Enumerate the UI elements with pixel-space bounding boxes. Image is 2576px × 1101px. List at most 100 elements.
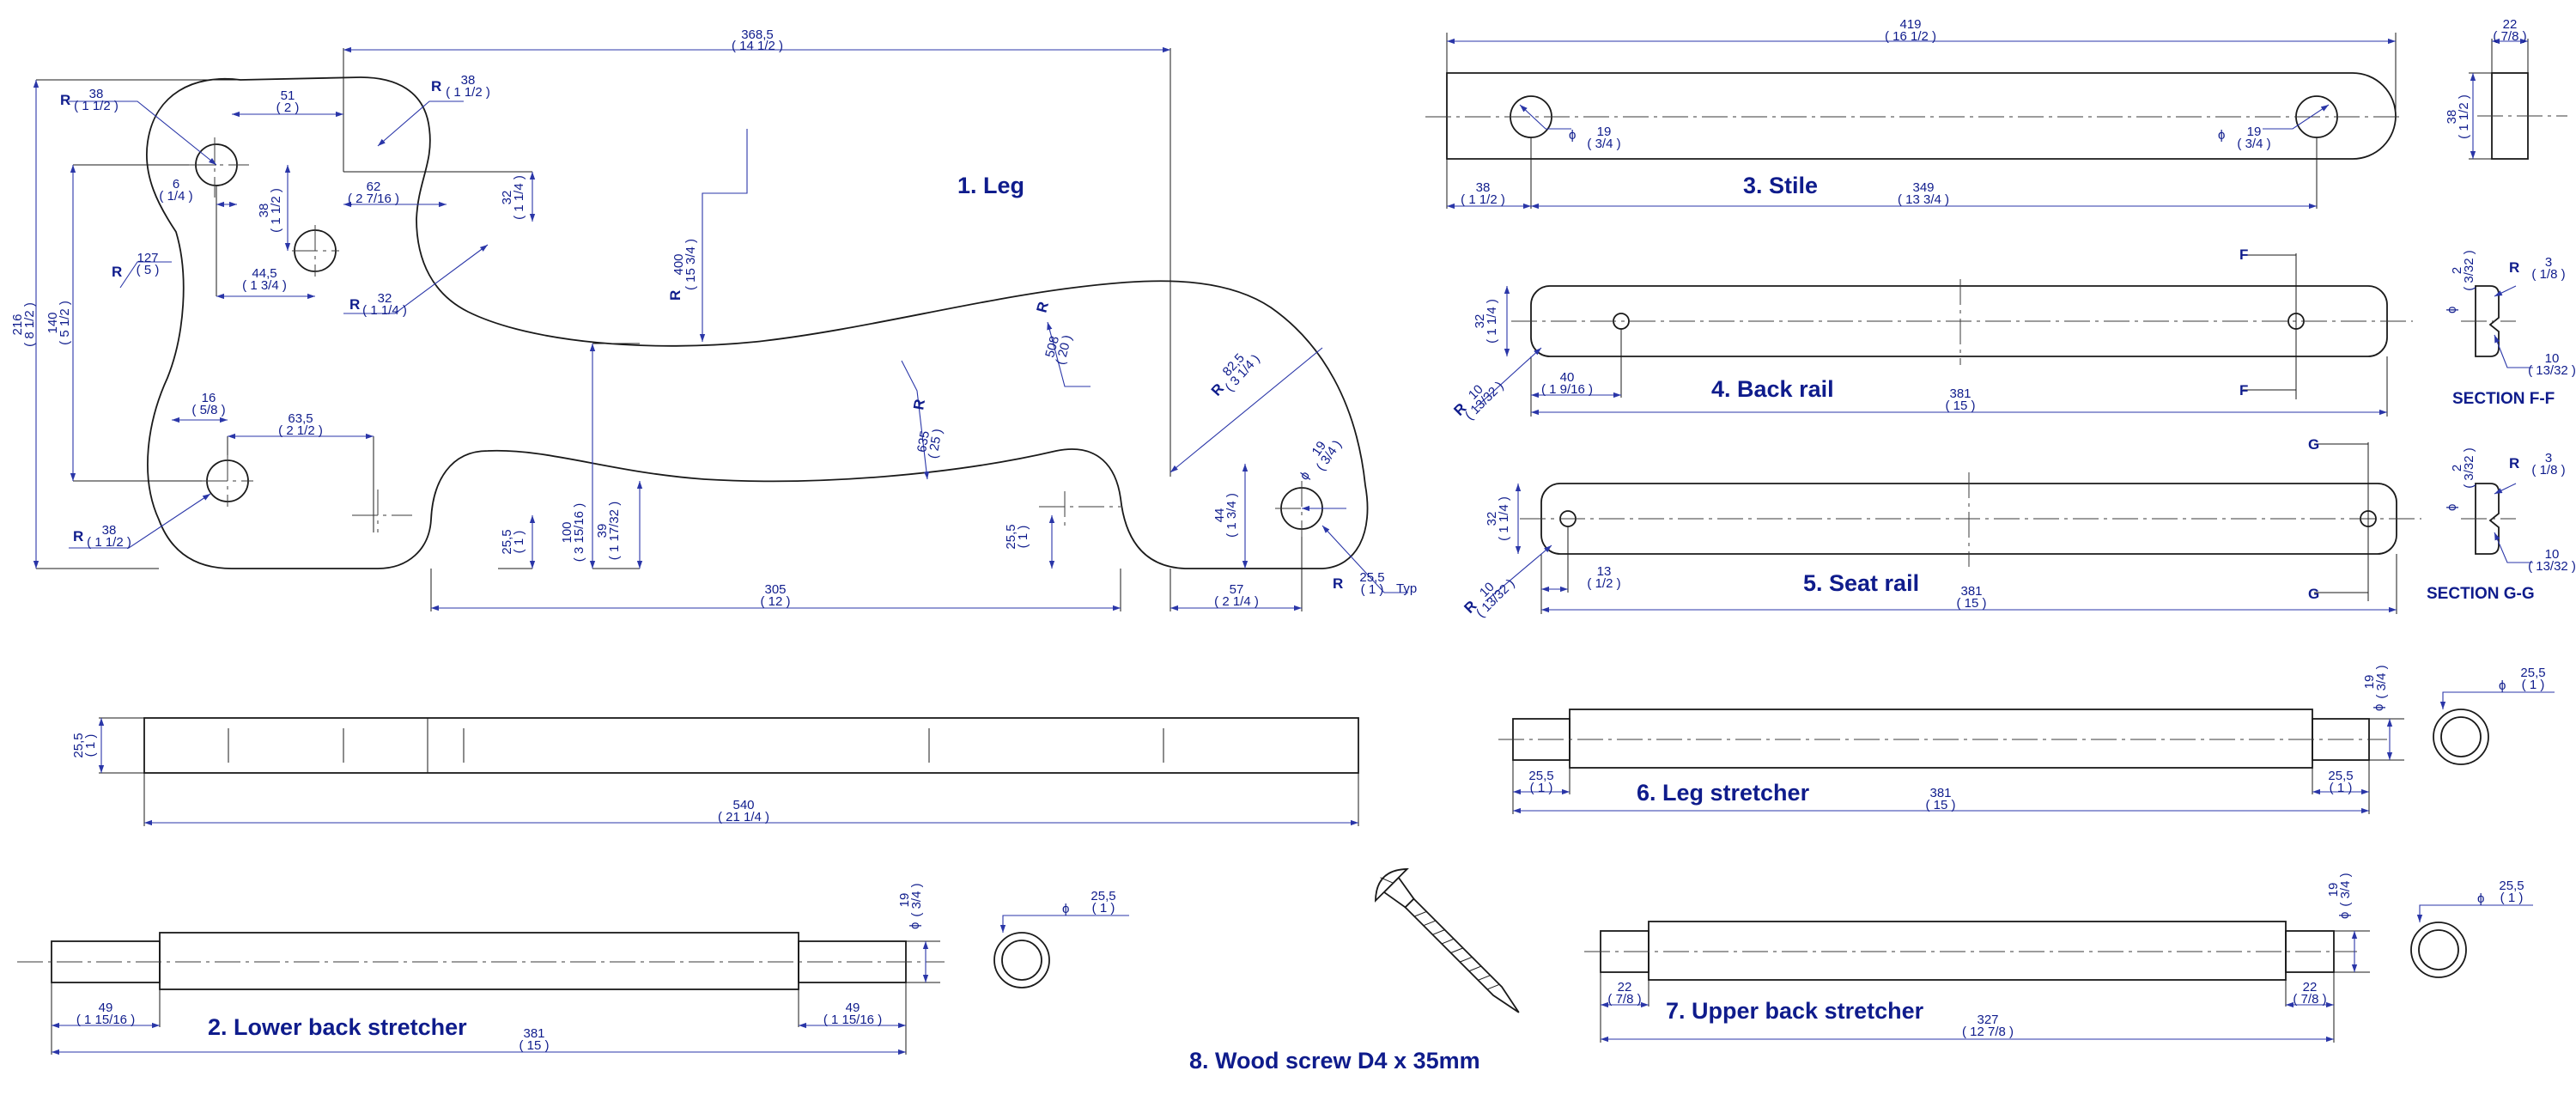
dim-140: 140 — [46, 312, 60, 333]
dim-305-inch: ( 12 ) — [760, 594, 790, 609]
dim-327: 327 — [1977, 1013, 1998, 1027]
dim-305: 305 — [764, 582, 786, 597]
typ-label: Typ — [1396, 581, 1417, 596]
dim-63-5-inch: ( 2 1/2 ) — [278, 423, 323, 438]
section-gg-profile — [2475, 483, 2500, 555]
dim-r3-inch: ( 1/8 ) — [2531, 267, 2565, 282]
section-ff-label: SECTION F-F — [2452, 390, 2555, 408]
dim-r38-c-inch: ( 1 1/2 ) — [87, 535, 131, 550]
dim-2-inch: ( 3/32 ) — [2462, 447, 2476, 489]
phi-symbol: ϕ — [1062, 902, 1069, 916]
dim-49-inch: ( 1 15/16 ) — [823, 1013, 882, 1027]
dim-540-inch: ( 21 1/4 ) — [718, 810, 769, 824]
dim-419-inch: ( 16 1/2 ) — [1885, 29, 1936, 44]
dim-2-inch: ( 3/32 ) — [2462, 250, 2476, 291]
dim-38-inch: ( 1 1/2 ) — [1461, 192, 1505, 207]
back-rail-title: 4. Back rail — [1711, 376, 1834, 402]
dim-r10-inch: ( 13/32 ) — [1473, 576, 1518, 621]
dim-32: 32 — [1473, 314, 1487, 329]
dim-10: 10 — [2545, 547, 2560, 562]
dim-r635: 635 — [914, 429, 933, 453]
dim-140-inch: ( 5 1/2 ) — [58, 301, 72, 345]
dim-22-inch: ( 7/8 ) — [2293, 992, 2326, 1007]
dim-49: 49 — [846, 1001, 860, 1015]
leg-title: 1. Leg — [957, 173, 1024, 198]
dim-r38-a-inch: ( 1 1/2 ) — [74, 99, 118, 113]
phi-symbol: ϕ — [1569, 128, 1576, 143]
dim-25-5: 25,5 — [1528, 769, 1553, 783]
dim-62-inch: ( 2 7/16 ) — [348, 192, 399, 206]
dim-32: 32 — [1485, 512, 1499, 526]
dim-39-inch: ( 1 17/32 ) — [607, 502, 622, 560]
stile-drawing: 3. Stile 419 ( 16 1/2 ) ϕ 19 ( 3/4 ) ϕ 1… — [1425, 17, 2567, 210]
dim-381: 381 — [1929, 786, 1951, 800]
dim-r10-inch: ( 13/32 ) — [1462, 379, 1507, 423]
dim-r3: 3 — [2545, 451, 2552, 465]
dim-r38-b-inch: ( 1 1/2 ) — [446, 85, 490, 100]
leg-stretcher-title: 6. Leg stretcher — [1637, 780, 1810, 806]
dim-38-inch: ( 1 1/2 ) — [2457, 94, 2471, 139]
dim-216-inch: ( 8 1/2 ) — [22, 302, 37, 347]
dim-r508: 508 — [1042, 335, 1062, 360]
upper-back-stretcher-drawing: 7. Upper back stretcher ϕ 19 ( 3/4 ) 22 … — [1584, 873, 2533, 1043]
dim-phi-25-5-inch: ( 1 ) — [2522, 678, 2545, 692]
leg-outline — [146, 76, 1369, 569]
r-label: R — [2509, 455, 2519, 471]
dim-38: 38 — [257, 204, 271, 218]
dim-63-5: 63,5 — [288, 411, 313, 426]
upper-back-stretcher-tenon-right — [2285, 930, 2335, 973]
phi-symbol: ϕ — [1297, 469, 1313, 484]
dim-22-inch: ( 7/8 ) — [2493, 29, 2526, 44]
dim-10: 10 — [2545, 351, 2560, 366]
dim-22: 22 — [1618, 980, 1632, 995]
r-label: R — [910, 398, 928, 411]
dim-381-inch: ( 15 ) — [519, 1038, 549, 1053]
r-label: R — [112, 264, 122, 280]
dim-r635-inch: ( 25 ) — [926, 428, 945, 459]
lower-back-stretcher-body — [159, 932, 799, 990]
dim-32-inch: ( 1 1/4 ) — [1497, 496, 1511, 541]
section-gg-label: SECTION G-G — [2427, 585, 2535, 603]
dim-40: 40 — [1560, 370, 1575, 385]
wood-screw-title: 8. Wood screw D4 x 35mm — [1189, 1048, 1480, 1074]
dim-phi19: 19 — [2247, 125, 2262, 139]
r-label: R — [667, 290, 683, 301]
dim-25-5-inch: ( 1 ) — [83, 734, 98, 757]
dim-38: 38 — [2445, 110, 2459, 125]
dim-r32-inch: ( 1 1/4 ) — [362, 303, 407, 318]
upper-back-stretcher-end-view — [2410, 922, 2467, 978]
dim-r32: 32 — [378, 291, 392, 306]
seat-rail-drawing: 5. Seat rail G G 32 ( 1 1/4 ) R 10 ( 13/… — [1461, 436, 2576, 620]
dim-13-inch: ( 1/2 ) — [1587, 576, 1620, 591]
stile-title: 3. Stile — [1743, 173, 1818, 198]
section-arrow-g-top: G — [2308, 436, 2319, 453]
dim-25-5-inch: ( 1 ) — [1530, 781, 1553, 795]
r-label: R — [1034, 300, 1053, 314]
dim-r25-5: 25,5 — [1359, 570, 1384, 585]
dim-19-inch: ( 3/4 ) — [2338, 873, 2353, 906]
dim-r400: 400 — [671, 253, 686, 275]
dim-100-inch: ( 3 15/16 ) — [572, 503, 586, 562]
phi-symbol: ϕ — [2499, 678, 2506, 693]
dim-38: 38 — [1476, 180, 1491, 195]
leg-stretcher-body — [1569, 709, 2313, 769]
dim-6-inch: ( 1/4 ) — [159, 189, 192, 204]
dim-r25-5-inch: ( 1 ) — [1361, 582, 1384, 597]
dim-r38-b: 38 — [461, 73, 476, 88]
r-label: R — [60, 92, 70, 108]
stile-outline — [1446, 72, 2397, 160]
dim-22-inch: ( 7/8 ) — [1607, 992, 1641, 1007]
dim-16: 16 — [202, 391, 216, 405]
dim-10-inch: ( 13/32 ) — [2528, 363, 2576, 378]
dim-2: 2 — [2450, 267, 2464, 274]
dim-51-inch: ( 2 ) — [276, 100, 300, 115]
leg-drawing: 1. Leg 368,5 ( 14 1/2 ) R 38 ( 1 1/2 ) R… — [10, 27, 1417, 611]
dim-19-inch: ( 3/4 ) — [2374, 665, 2389, 698]
dim-phi19: 19 — [1597, 125, 1612, 139]
phi-symbol: ϕ — [2372, 704, 2386, 711]
dim-19: 19 — [897, 893, 912, 908]
dim-25-5: 25,5 — [1004, 524, 1018, 549]
dim-phi-25-5: 25,5 — [1091, 889, 1115, 903]
dim-381-inch: ( 15 ) — [1945, 398, 1975, 413]
